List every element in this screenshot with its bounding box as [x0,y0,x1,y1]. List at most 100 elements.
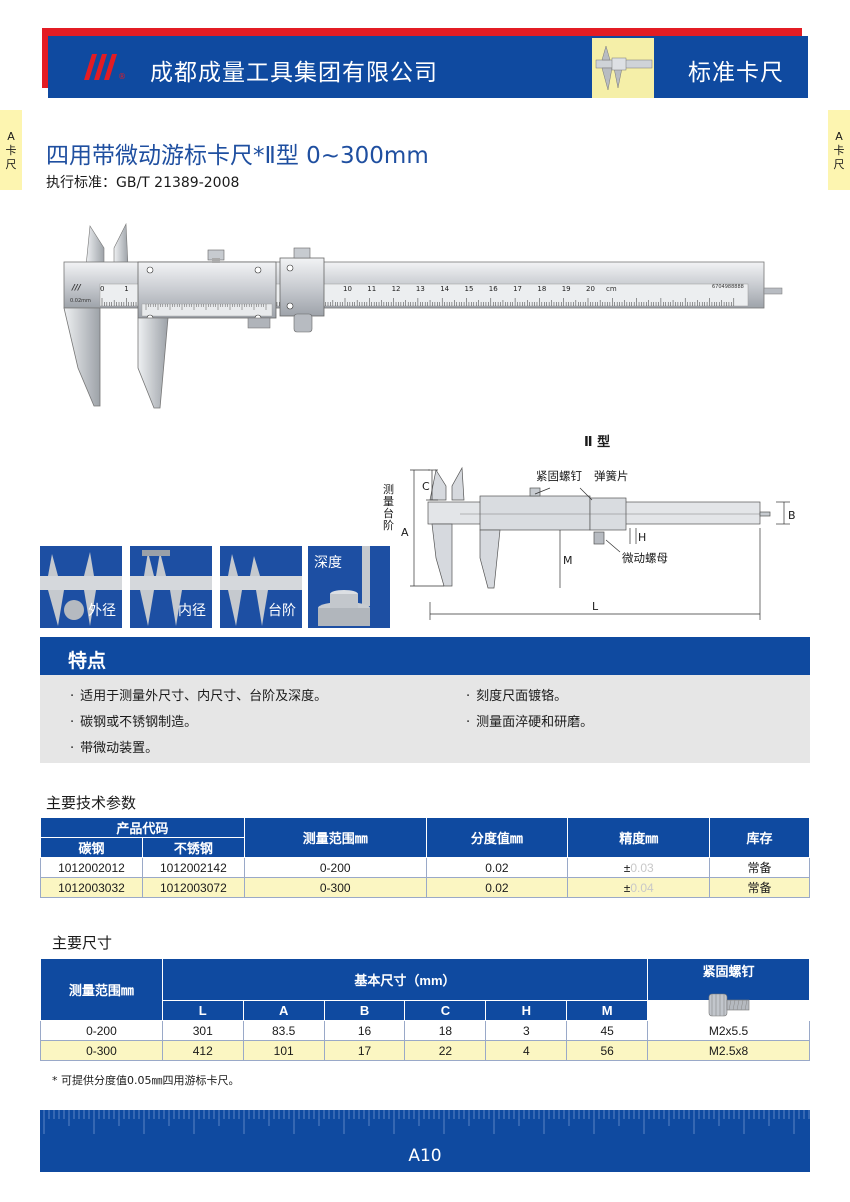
main-scale-ticks [101,298,735,306]
svg-text:///: /// [71,283,82,292]
cell-C: 18 [404,1020,487,1041]
diagram-label-H: H [638,531,646,544]
dims-header-screw-label: 紧固螺钉 [702,964,755,979]
table-row: 0-300 412 101 17 22 4 56 M2.5x8 [40,1040,810,1061]
feature-item: 碳钢或不锈钢制造。 [70,711,197,730]
side-tab-char: A [7,130,15,143]
dims-col-H: H [485,1000,568,1021]
product-title: 四用带微动游标卡尺*Ⅱ型 0~300mm [46,143,429,169]
side-tab-char: 尺 [833,158,845,171]
specs-header-resolution: 分度值㎜ [425,817,569,858]
header-red-stripe-left [42,28,52,88]
diagram-label-B: B [788,509,796,522]
cell-stainless: 1012003072 [141,877,245,898]
scale-number: 12 [392,285,401,293]
cell-screw: M2.5x8 [647,1040,810,1061]
footer-ruler-marks [43,1110,810,1134]
company-logo: ® [84,54,126,81]
dims-header-range: 测量范围㎜ [40,958,163,1021]
diagram-label-fine-nut: 微动螺母 [622,551,668,565]
scale-number: 11 [367,285,376,293]
dims-col-B: B [323,1000,406,1021]
page-number: A10 [408,1146,442,1166]
side-tab-left: A 卡 尺 [0,110,22,190]
diagram-label-locking-screw: 紧固螺钉 [536,469,582,483]
side-tab-char: 尺 [5,158,17,171]
cell-L: 412 [161,1040,244,1061]
scale-number: 1 [124,285,128,293]
feature-item: 带微动装置。 [70,737,158,756]
scale-number: 10 [343,285,352,293]
dims-col-C: C [404,1000,487,1021]
header-caliper-thumbnail [592,38,654,98]
side-tab-right: A 卡 尺 [828,110,850,190]
dims-title: 主要尺寸 [52,934,113,952]
specs-header-stainless: 不锈钢 [141,837,245,858]
scale-number: 14 [440,285,449,293]
scale-number: 13 [416,285,425,293]
company-name: 成都成量工具集团有限公司 [150,60,438,86]
footnote: * 可提供分度值0.05㎜四用游标卡尺。 [52,1074,240,1087]
side-tab-char: 卡 [833,144,845,157]
cell-M: 45 [566,1020,649,1041]
feature-item: 测量面淬硬和研磨。 [466,711,593,730]
feature-item: 适用于测量外尺寸、内尺寸、台阶及深度。 [70,685,327,704]
main-scale-numbers: 01234567891011121314151617181920 [100,285,595,293]
scale-number: 19 [562,285,571,293]
dimension-diagram: 紧固螺钉 弹簧片 微动螺母 A B C H M L [401,466,796,620]
cell-resolution: 0.02 [425,877,569,898]
table-row: 1012003032 1012003072 0-300 0.02 ±0.04 常… [40,877,810,898]
table-row: 0-200 301 83.5 16 18 3 45 M2x5.5 [40,1020,810,1041]
cell-carbon: 1012002012 [40,857,143,878]
scale-number: 17 [513,285,522,293]
cell-range: 0-200 [243,857,427,878]
category-title: 标准卡尺 [688,60,784,86]
diagram-label-spring: 弹簧片 [594,469,629,483]
dims-table: 测量范围㎜ 基本尺寸（mm） 紧固螺钉 L A B C H M 0-200 30… [40,958,810,1061]
thumb-label: 台阶 [268,603,296,619]
specs-header-code: 产品代码 [40,817,245,838]
usage-thumb-depth: 深度 [308,546,390,628]
feature-item: 刻度尺面镀铬。 [466,685,567,704]
footer-bar [40,1110,810,1172]
specs-header-accuracy: 精度㎜ [567,817,711,858]
usage-thumb-outer: 外径 [40,546,122,628]
diagram-label-C: C [422,480,430,493]
cell-range: 0-200 [40,1020,163,1041]
diagram-title: Ⅱ 型 [584,435,611,450]
cell-screw: M2x5.5 [647,1020,810,1041]
header-bar [48,36,808,98]
features-title: 特点 [68,650,107,672]
scale-number: 16 [489,285,498,293]
dims-col-M: M [566,1000,649,1021]
usage-thumb-inner: 内径 [130,546,212,628]
usage-thumb-step: 台阶 [220,546,302,628]
cell-M: 56 [566,1040,649,1061]
diagram-label-step: 测量台阶 [383,484,397,532]
cell-stock: 常备 [709,857,810,878]
caliper-illustration: 01234567891011121314151617181920 cm 6704… [63,222,783,409]
accuracy-value: 0.03 [630,860,654,875]
scale-unit: cm [606,285,617,293]
cell-resolution: 0.02 [425,857,569,878]
cell-range: 0-300 [40,1040,163,1061]
accuracy-sign: ± [623,860,631,875]
dims-col-L: L [161,1000,244,1021]
cell-B: 17 [323,1040,406,1061]
caliper-serial: 6704988888 [712,284,744,290]
cell-stock: 常备 [709,877,810,898]
header-red-stripe [42,28,802,36]
cell-range: 0-300 [243,877,427,898]
cell-A: 83.5 [242,1020,325,1041]
cell-H: 3 [485,1020,568,1041]
diagram-label-A: A [401,526,409,539]
caliper-resolution-mark: 0.02mm [70,298,91,304]
thumb-label: 外径 [88,603,116,619]
screw-icon [708,993,749,1016]
scale-number: 18 [537,285,546,293]
side-tab-char: A [835,130,843,143]
cell-stainless: 1012002142 [141,857,245,878]
cell-L: 301 [161,1020,244,1041]
scale-number: 15 [465,285,474,293]
specs-header-carbon: 碳钢 [40,837,143,858]
